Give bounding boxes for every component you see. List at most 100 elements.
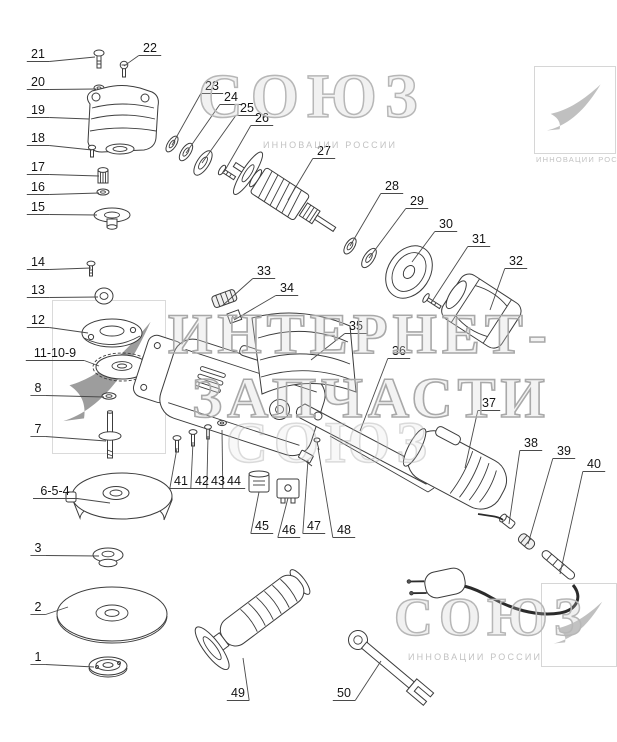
leader-line-16 <box>49 192 100 195</box>
part-armature-27 <box>232 151 337 233</box>
part-stator-32 <box>441 273 522 349</box>
leader-line-23 <box>171 93 202 146</box>
leader-line-30 <box>411 231 436 263</box>
leader-line-50 <box>354 660 382 701</box>
part-label-28: 28 <box>385 179 399 193</box>
leader-line-48 <box>317 447 334 538</box>
part-label-32: 32 <box>509 254 523 268</box>
part-pinion-17 <box>97 167 109 184</box>
leader-line-47 <box>302 459 309 534</box>
part-label-17: 17 <box>31 160 45 174</box>
part-label-49: 49 <box>231 686 245 700</box>
part-bearing-13 <box>94 287 114 305</box>
part-label-36: 36 <box>392 344 406 358</box>
part-rear-housing-37 <box>402 426 508 510</box>
part-label-30: 30 <box>439 217 453 231</box>
part-spindle-7 <box>98 410 122 459</box>
part-screw-31 <box>422 293 442 310</box>
part-label-21: 21 <box>31 47 45 61</box>
leader-line-29 <box>368 208 407 259</box>
part-label-16: 16 <box>31 180 45 194</box>
leader-line-37 <box>464 410 479 469</box>
part-cord-cap-38 <box>499 513 516 529</box>
part-label-38: 38 <box>524 436 538 450</box>
part-brush-cap-33 <box>211 289 238 308</box>
leader-line-34 <box>233 295 277 321</box>
part-label-46: 46 <box>282 523 296 537</box>
leader-line-27 <box>287 158 314 201</box>
leader-line-45 <box>250 491 260 534</box>
leader-line-28 <box>349 193 382 247</box>
part-inner-flange-3 <box>92 547 124 568</box>
leader-line-21 <box>49 56 96 62</box>
power-cable <box>463 584 580 616</box>
part-grinding-disc-2 <box>56 586 168 644</box>
part-label-29: 29 <box>410 194 424 208</box>
part-capacitor-45 <box>248 470 270 493</box>
part-bearing-plate-12 <box>81 318 143 348</box>
leader-line-14 <box>49 267 92 270</box>
part-label-33: 33 <box>257 264 271 278</box>
part-label-8: 8 <box>35 381 42 395</box>
part-label-41: 41 <box>174 474 188 488</box>
part-label-20: 20 <box>31 75 45 89</box>
part-label-15: 15 <box>31 200 45 214</box>
part-label-37: 37 <box>482 396 496 410</box>
part-label-23: 23 <box>205 79 219 93</box>
part-outer-flange-1 <box>88 656 128 678</box>
leader-line-8 <box>45 395 105 398</box>
leader-line-36 <box>359 358 389 432</box>
leader-line-35 <box>310 333 346 361</box>
part-wheel-guard-6-5-4 <box>65 472 173 521</box>
leader-line-24 <box>185 104 221 154</box>
part-label-40: 40 <box>587 457 601 471</box>
part-label-45: 45 <box>255 519 269 533</box>
part-label-50: 50 <box>337 686 351 700</box>
part-label-42: 42 <box>195 474 209 488</box>
cord-segment <box>477 513 504 521</box>
leader-line-40 <box>559 471 584 575</box>
part-label-35: 35 <box>349 319 363 333</box>
part-screw-14 <box>86 260 96 277</box>
leader-line-43 <box>206 435 209 489</box>
part-switch-46 <box>276 478 300 504</box>
leader-line-20 <box>49 88 97 90</box>
paper-plane-icon <box>553 601 603 644</box>
part-plug <box>406 567 466 599</box>
part-label-22: 22 <box>143 41 157 55</box>
part-bracket-47 <box>298 449 314 467</box>
part-label-3: 3 <box>35 541 42 555</box>
part-label-47: 47 <box>307 519 321 533</box>
part-side-handle-49 <box>194 569 311 671</box>
leader-line-26 <box>223 125 252 173</box>
leader-line-44 <box>221 429 224 489</box>
part-ring-25 <box>193 150 213 176</box>
part-screw-26 <box>217 164 237 181</box>
part-label-44: 44 <box>227 474 241 488</box>
part-label-1: 1 <box>35 650 42 664</box>
leader-line-42 <box>190 441 194 489</box>
part-label-24: 24 <box>224 90 238 104</box>
leader-line-1 <box>45 664 95 668</box>
part-label-39: 39 <box>557 444 571 458</box>
leader-line-25 <box>201 115 237 164</box>
leader-line-31 <box>430 246 469 304</box>
part-screw-48 <box>313 437 321 451</box>
leader-line-11-10-9 <box>84 360 100 367</box>
part-top-screw-21 <box>93 49 105 69</box>
leader-line-7 <box>45 436 107 442</box>
part-label-6-5-4: 6-5-4 <box>40 484 69 498</box>
leader-line-18 <box>49 145 93 151</box>
part-label-48: 48 <box>337 523 351 537</box>
part-label-11-10-9: 11-10-9 <box>34 346 76 360</box>
part-washer-16 <box>96 188 110 196</box>
part-flange-15 <box>93 207 131 230</box>
part-cover-sheet-35 <box>251 312 357 395</box>
part-baffle-30 <box>385 245 433 299</box>
part-label-34: 34 <box>280 281 294 295</box>
part-gear-housing-19 <box>86 85 159 155</box>
leader-lines <box>25 55 606 701</box>
part-washer-44 <box>217 419 227 427</box>
leader-line-41 <box>169 447 178 489</box>
